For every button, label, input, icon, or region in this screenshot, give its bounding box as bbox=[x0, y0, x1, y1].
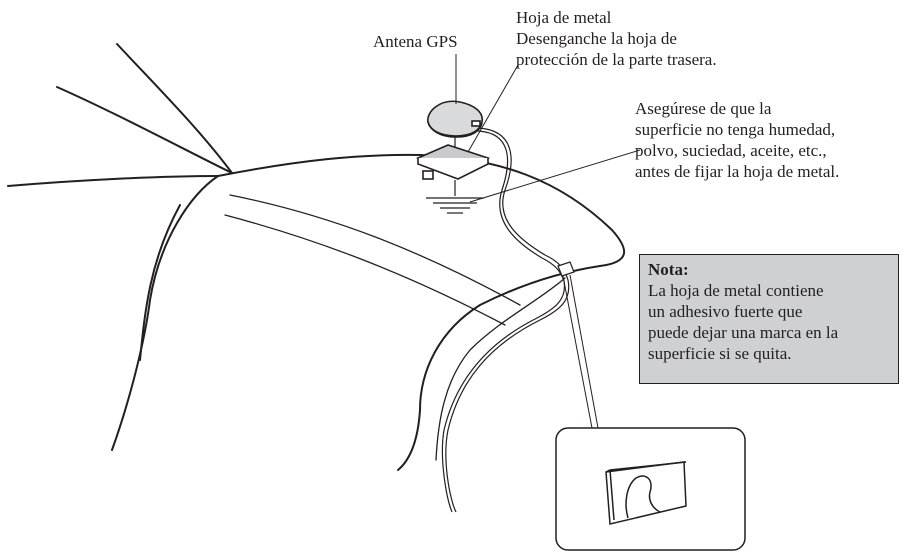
windshield-edge-upper bbox=[56, 86, 233, 174]
detail-inset bbox=[555, 427, 746, 551]
surface-line: polvo, suciedad, aceite, etc., bbox=[635, 141, 827, 160]
roof-front-edge bbox=[217, 153, 626, 267]
roof-side-edge bbox=[111, 175, 219, 451]
note-line: La hoja de metal contiene bbox=[648, 281, 824, 300]
leader-detail-2 bbox=[562, 275, 593, 429]
metal-sheet-label: Hoja de metal Desenganche la hoja de pro… bbox=[516, 7, 717, 70]
surface-line: antes de fijar la hoja de metal. bbox=[635, 162, 840, 181]
gps-antenna-icon bbox=[427, 100, 484, 138]
surface-label: Asegúrese de que la superficie no tenga … bbox=[635, 98, 839, 182]
windshield-edge-lower bbox=[7, 175, 219, 187]
metal-sheet-title: Hoja de metal bbox=[516, 8, 612, 27]
rear-window-edge bbox=[435, 277, 566, 461]
roof-rear-pillar bbox=[397, 265, 601, 471]
windshield-frame bbox=[116, 43, 233, 174]
antenna-label: Antena GPS bbox=[373, 31, 458, 52]
metal-sheet-line: Desenganche la hoja de bbox=[516, 29, 677, 48]
metal-sheet-icon bbox=[415, 144, 491, 180]
antenna-cable-outer bbox=[445, 127, 570, 513]
surface-symbol-icon bbox=[426, 180, 484, 214]
note-box: Nota: La hoja de metal contiene un adhes… bbox=[639, 254, 899, 384]
roof-groove-1 bbox=[229, 194, 521, 306]
surface-line: superficie no tenga humedad, bbox=[635, 120, 836, 139]
note-line: puede dejar una marca en la bbox=[648, 323, 839, 342]
cable-clamp-icon bbox=[557, 261, 575, 277]
note-line: un adhesivo fuerte que bbox=[648, 302, 803, 321]
metal-sheet-line: protección de la parte trasera. bbox=[516, 50, 717, 69]
roof-groove-2 bbox=[224, 214, 506, 326]
door-top-curve bbox=[139, 204, 181, 361]
leader-detail-1 bbox=[569, 274, 599, 429]
note-title: Nota: bbox=[648, 260, 689, 279]
note-line: superficie si se quita. bbox=[648, 344, 792, 363]
leader-metal-sheet bbox=[467, 64, 519, 153]
surface-line: Asegúrese de que la bbox=[635, 99, 772, 118]
leader-surface bbox=[469, 149, 641, 203]
antenna-label-text: Antena GPS bbox=[373, 32, 458, 51]
